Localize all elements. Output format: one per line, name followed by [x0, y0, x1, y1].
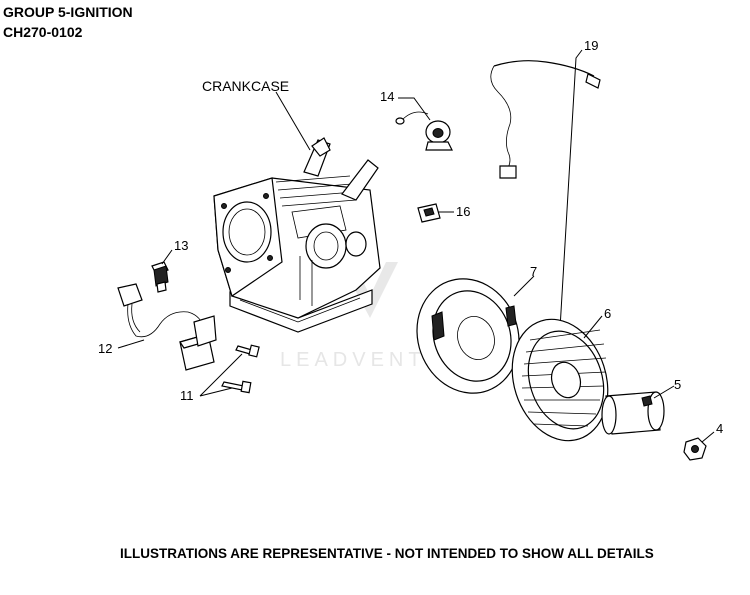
- crankcase-leader: [275, 91, 311, 151]
- bolts-part: [221, 344, 260, 394]
- fan-part: [511, 318, 609, 442]
- callout-6: 6: [604, 306, 611, 321]
- wire-harness-part: [490, 60, 601, 179]
- spark-plug-part: [151, 261, 169, 293]
- flywheel-shroud-part: [416, 278, 520, 394]
- callout-7: 7: [530, 264, 537, 279]
- callout-13: 13: [174, 238, 188, 253]
- disclaimer-text: ILLUSTRATIONS ARE REPRESENTATIVE - NOT I…: [120, 546, 654, 561]
- leader-4: [701, 431, 715, 443]
- leader-6: [583, 315, 603, 339]
- callout-5: 5: [674, 377, 681, 392]
- callout-crankcase: CRANKCASE: [202, 78, 289, 94]
- callout-11: 11: [180, 388, 194, 403]
- leader-11: [199, 353, 243, 397]
- leader-14: [398, 97, 431, 121]
- callout-14: 14: [380, 89, 394, 104]
- leader-13: [161, 249, 173, 265]
- group-title: GROUP 5-IGNITION: [3, 4, 133, 20]
- leader-5: [653, 385, 675, 399]
- callout-4: 4: [716, 421, 723, 436]
- ignition-coil-part: [117, 283, 217, 371]
- crankcase-part: [213, 137, 381, 333]
- callout-19: 19: [584, 38, 598, 53]
- leader-19: [553, 49, 583, 431]
- leader-7: [513, 275, 535, 297]
- callout-16: 16: [456, 204, 470, 219]
- terminal-part: [417, 203, 441, 223]
- nut-part: [683, 437, 707, 461]
- leader-12: [117, 339, 145, 349]
- starter-cup-part: [601, 391, 665, 435]
- callout-12: 12: [98, 341, 112, 356]
- switch-part: [395, 111, 453, 151]
- model-code: CH270-0102: [3, 24, 83, 40]
